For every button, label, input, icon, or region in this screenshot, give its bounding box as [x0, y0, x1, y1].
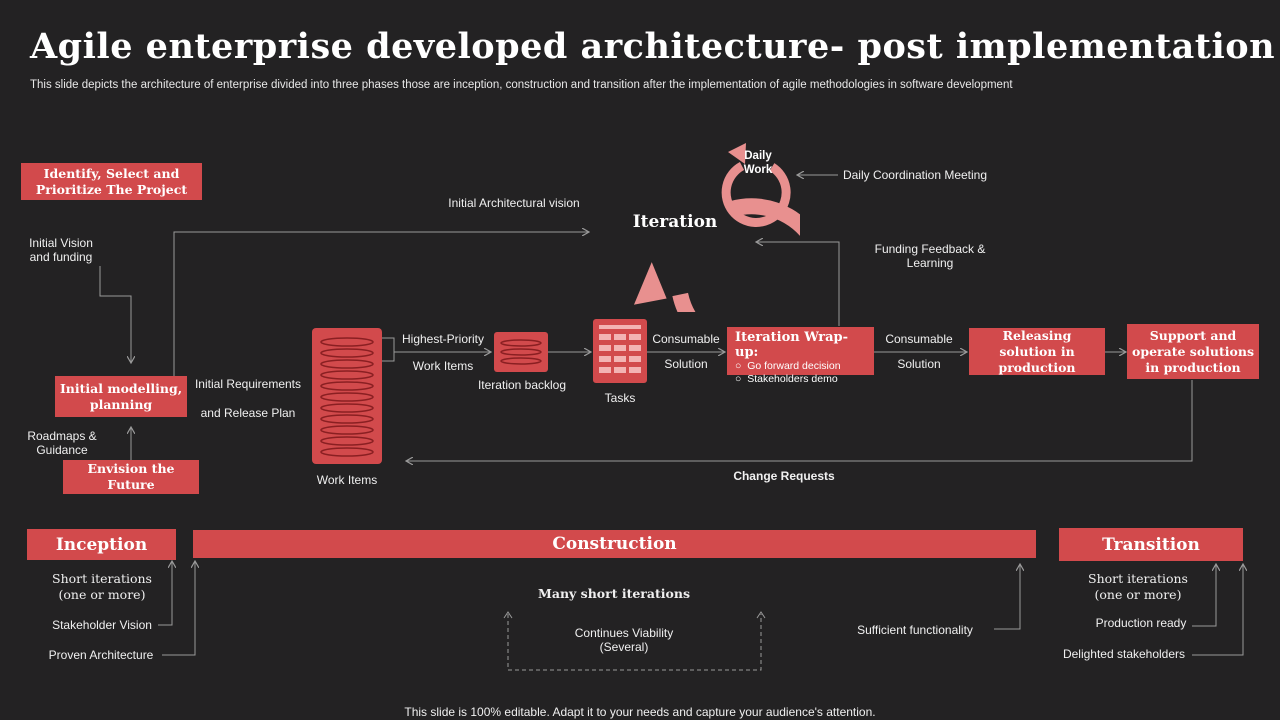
- phase-construction: Construction: [193, 530, 1036, 558]
- initial-arch-vision-label: Initial Architectural vision: [448, 196, 580, 210]
- consumable-label-2: Consumable: [885, 332, 953, 346]
- page-title: Agile enterprise developed architecture-…: [30, 26, 1276, 67]
- iteration-cycle-graphic: [633, 143, 800, 312]
- phase-transition: Transition: [1059, 528, 1243, 561]
- wrapup-item: ○ Go forward decision: [735, 360, 866, 373]
- identify-project-box: Identify, Select and Prioritize The Proj…: [21, 163, 202, 200]
- wrapup-item-text: Stakeholders demo: [747, 373, 838, 385]
- page-subtitle: This slide depicts the architecture of e…: [30, 79, 1013, 91]
- proven-architecture-label: Proven Architecture: [48, 648, 154, 662]
- footer-note: This slide is 100% editable. Adapt it to…: [404, 705, 876, 719]
- phase-inception: Inception: [27, 529, 176, 560]
- work-items-stack-icon: [312, 328, 382, 464]
- highest-priority-label: Highest-Priority: [401, 332, 485, 346]
- bullet-icon: ○: [735, 373, 748, 385]
- iteration-wrapup-box: Iteration Wrap-up: ○ Go forward decision…: [727, 327, 874, 385]
- initial-requirements-label: Initial Requirements: [194, 377, 302, 391]
- daily-work-label: Daily Work: [743, 150, 773, 176]
- delighted-stakeholders-label: Delighted stakeholders: [1062, 647, 1186, 661]
- releasing-solution-box: Releasing solution in production: [969, 328, 1105, 375]
- envision-future-box: Envision the Future: [63, 460, 199, 494]
- consumable-label-1: Consumable: [652, 332, 720, 346]
- transition-short-iterations: Short iterations (one or more): [1088, 571, 1188, 602]
- solution-label-1: Solution: [664, 357, 708, 371]
- iteration-label: Iteration: [632, 212, 718, 232]
- solution-label-2: Solution: [897, 357, 941, 371]
- wrapup-item-text: Go forward decision: [747, 360, 841, 372]
- support-operate-box: Support and operate solutions in product…: [1127, 324, 1259, 379]
- iteration-backlog-icon: [494, 332, 548, 372]
- wrapup-item: ○ Stakeholders demo: [735, 373, 866, 386]
- release-plan-label: and Release Plan: [200, 406, 296, 420]
- tasks-label: Tasks: [604, 391, 636, 405]
- work-items-label: Work Items: [316, 473, 378, 487]
- roadmaps-label: Roadmaps & Guidance: [27, 429, 97, 457]
- funding-feedback-label: Funding Feedback & Learning: [874, 242, 986, 270]
- stakeholder-vision-label: Stakeholder Vision: [52, 618, 152, 632]
- initial-modelling-box: Initial modelling, planning: [55, 376, 187, 417]
- sufficient-functionality-label: Sufficient functionality: [857, 623, 973, 637]
- production-ready-label: Production ready: [1095, 616, 1187, 630]
- change-requests-label: Change Requests: [733, 469, 835, 483]
- tasks-icon: [593, 319, 647, 383]
- hp-work-items-label: Work Items: [412, 359, 474, 373]
- bullet-icon: ○: [735, 360, 748, 372]
- continues-viability-label: Continues Viability (Several): [574, 626, 674, 654]
- daily-meeting-label: Daily Coordination Meeting: [842, 168, 988, 182]
- wrapup-title: Iteration Wrap-up:: [735, 330, 848, 360]
- initial-vision-label: Initial Vision and funding: [29, 236, 93, 264]
- many-short-iterations-label: Many short iterations: [538, 586, 690, 601]
- iteration-backlog-label: Iteration backlog: [477, 378, 567, 392]
- inception-short-iterations: Short iterations (one or more): [52, 571, 152, 602]
